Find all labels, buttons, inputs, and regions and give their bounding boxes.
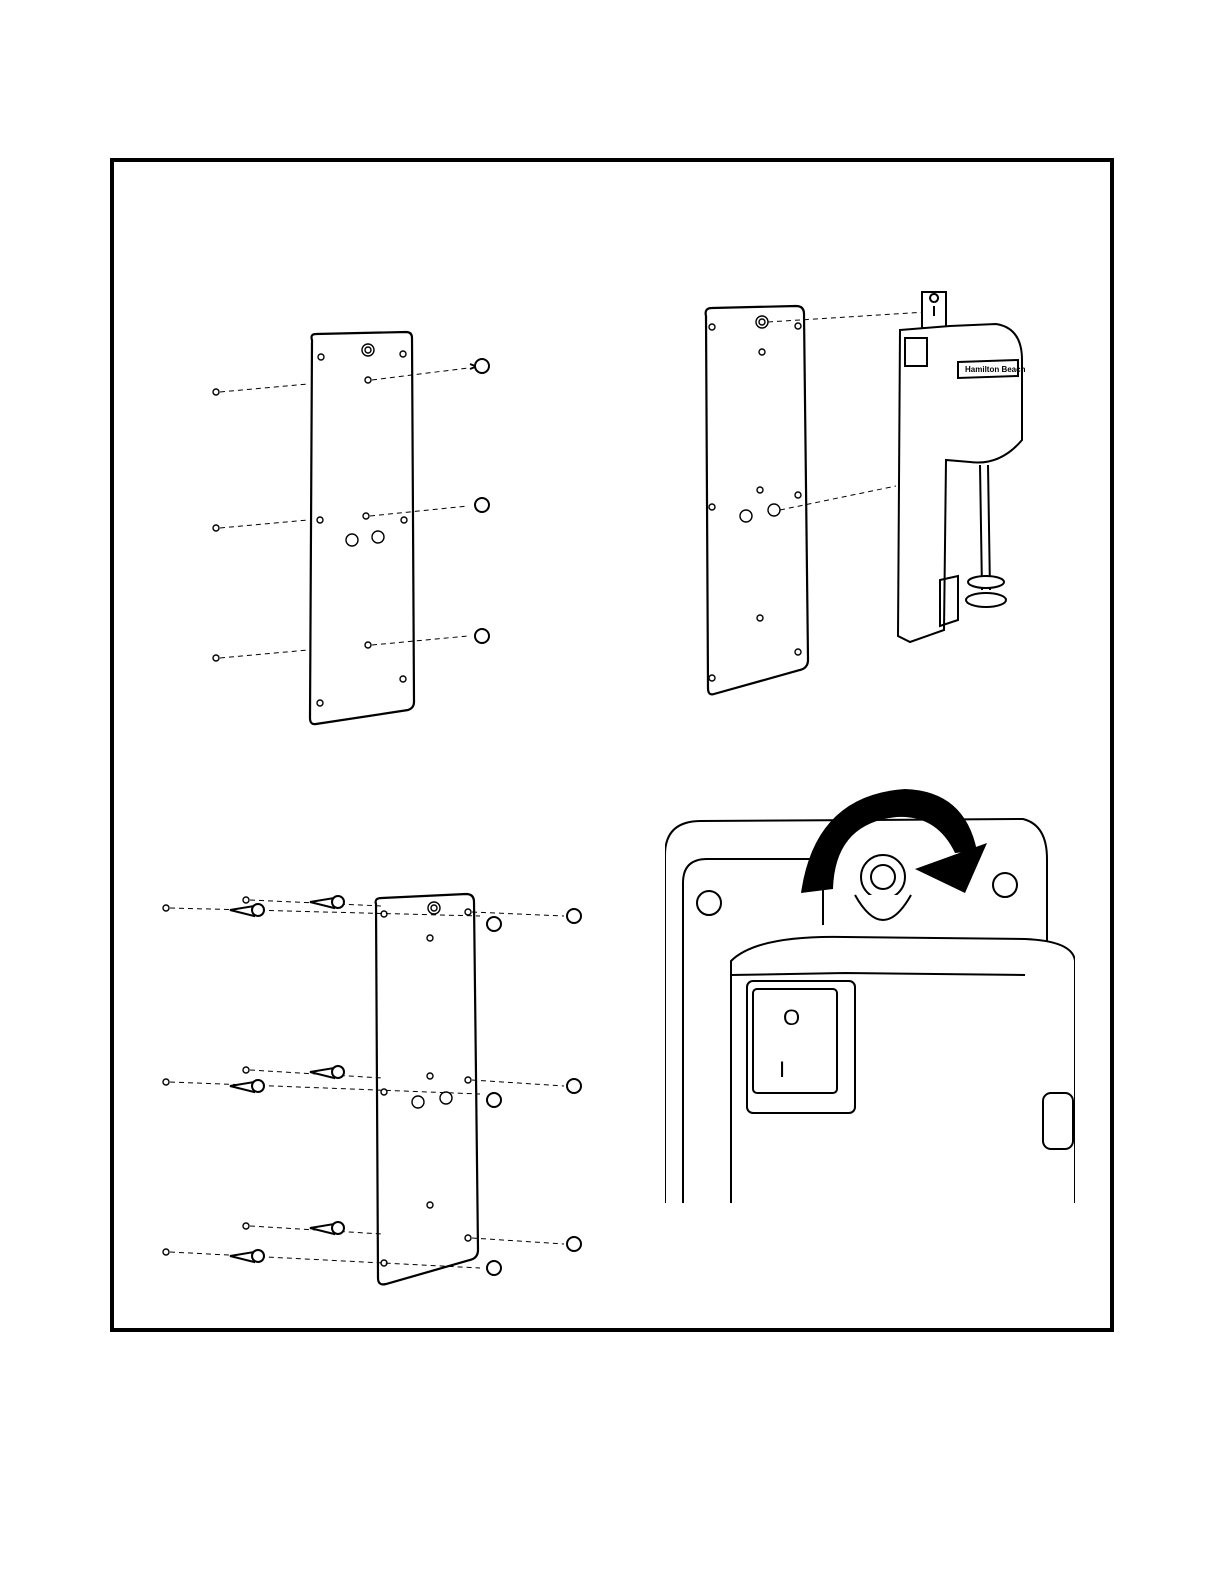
wall-hole-icon [213, 389, 219, 395]
screw-icon [472, 1079, 581, 1107]
drink-mixer: Hamilton Beach [898, 292, 1026, 642]
panel-hang-mixer: Hamilton Beach [700, 290, 1040, 710]
panel-wall-plate-anchors [150, 880, 610, 1300]
screw-icon [472, 909, 581, 931]
switch-off-label: O [783, 1005, 800, 1030]
screw-icon [472, 1237, 581, 1275]
switch-on-label: I [779, 1057, 785, 1082]
power-switch-icon [905, 338, 927, 366]
power-switch-icon: O I [747, 981, 855, 1113]
brand-label: Hamilton Beach [965, 365, 1026, 374]
panel-switch-detail: O I [665, 785, 1075, 1210]
panel-wall-plate-screws [200, 320, 510, 740]
wall-plate [310, 332, 414, 724]
